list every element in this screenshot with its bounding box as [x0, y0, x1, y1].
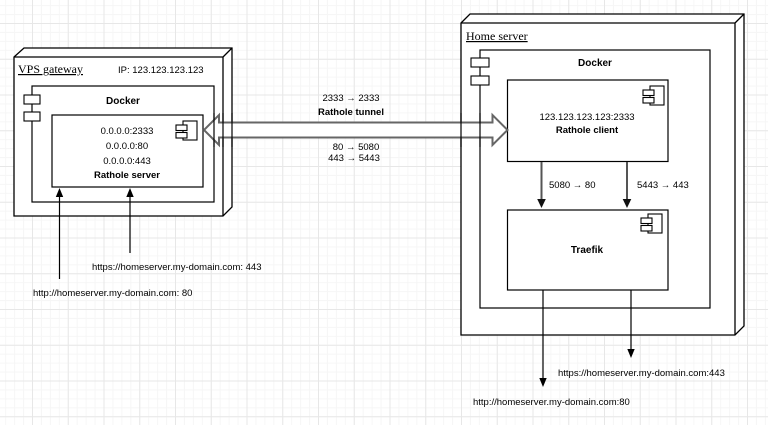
component-icon	[640, 213, 663, 234]
vps-docker-label: Docker	[106, 96, 140, 107]
docker-component-tab-icon	[23, 111, 41, 122]
rathole-client-label: Rathole client	[556, 125, 619, 136]
outgoing-https-arrow	[627, 290, 635, 358]
traefik-label: Traefik	[571, 245, 604, 256]
tunnel-port-mapping-top: 2333 → 2333	[322, 93, 379, 104]
vps-gateway-node: VPS gateway IP: 123.123.123.123 Docker 0…	[13, 47, 233, 217]
rathole-client-box	[506, 79, 669, 163]
url-http-right: http://homeserver.my-domain.com:80	[473, 397, 630, 408]
url-http-left: http://homeserver.my-domain.com: 80	[33, 288, 192, 299]
rathole-server-bind-80: 0.0.0.0:80	[106, 141, 148, 152]
component-icon	[175, 120, 198, 141]
forward-http-arrow	[537, 162, 546, 208]
rathole-tunnel-arrow	[202, 112, 509, 148]
docker-component-tab-icon	[470, 75, 490, 86]
docker-component-tab-icon	[470, 57, 490, 68]
rathole-client-address: 123.123.123.123:2333	[539, 112, 634, 123]
forward-http-label: 5080 → 80	[549, 180, 595, 191]
home-docker-label: Docker	[578, 58, 612, 69]
home-title: Home server	[466, 29, 528, 43]
home-server-node: Home server Docker 123.123.123.123:2333 …	[460, 13, 745, 336]
home-node-3d-edges	[461, 13, 745, 335]
tunnel-port-mapping-http: 80 → 5080	[333, 142, 379, 153]
vps-title: VPS gateway	[18, 62, 83, 76]
url-https-right: https://homeserver.my-domain.com:443	[558, 368, 725, 379]
incoming-https-arrow	[126, 188, 134, 253]
incoming-http-arrow	[55, 188, 64, 279]
rathole-server-bind-443: 0.0.0.0:443	[103, 156, 151, 167]
rathole-server-label: Rathole server	[94, 170, 160, 181]
forward-https-arrow	[622, 162, 632, 208]
tunnel-port-mapping-https: 443 → 5443	[328, 153, 380, 164]
forward-https-label: 5443 → 443	[637, 180, 689, 191]
tunnel-crossing-edges	[213, 113, 481, 147]
vps-ip-label: IP: 123.123.123.123	[118, 65, 204, 76]
component-icon	[642, 85, 665, 106]
rathole-server-bind-2333: 0.0.0.0:2333	[101, 126, 154, 137]
tunnel-name-label: Rathole tunnel	[318, 107, 384, 118]
docker-component-tab-icon	[23, 94, 41, 105]
outgoing-http-arrow	[539, 290, 547, 387]
url-https-left: https://homeserver.my-domain.com: 443	[92, 262, 262, 273]
vps-node-3d-edges	[14, 47, 233, 216]
